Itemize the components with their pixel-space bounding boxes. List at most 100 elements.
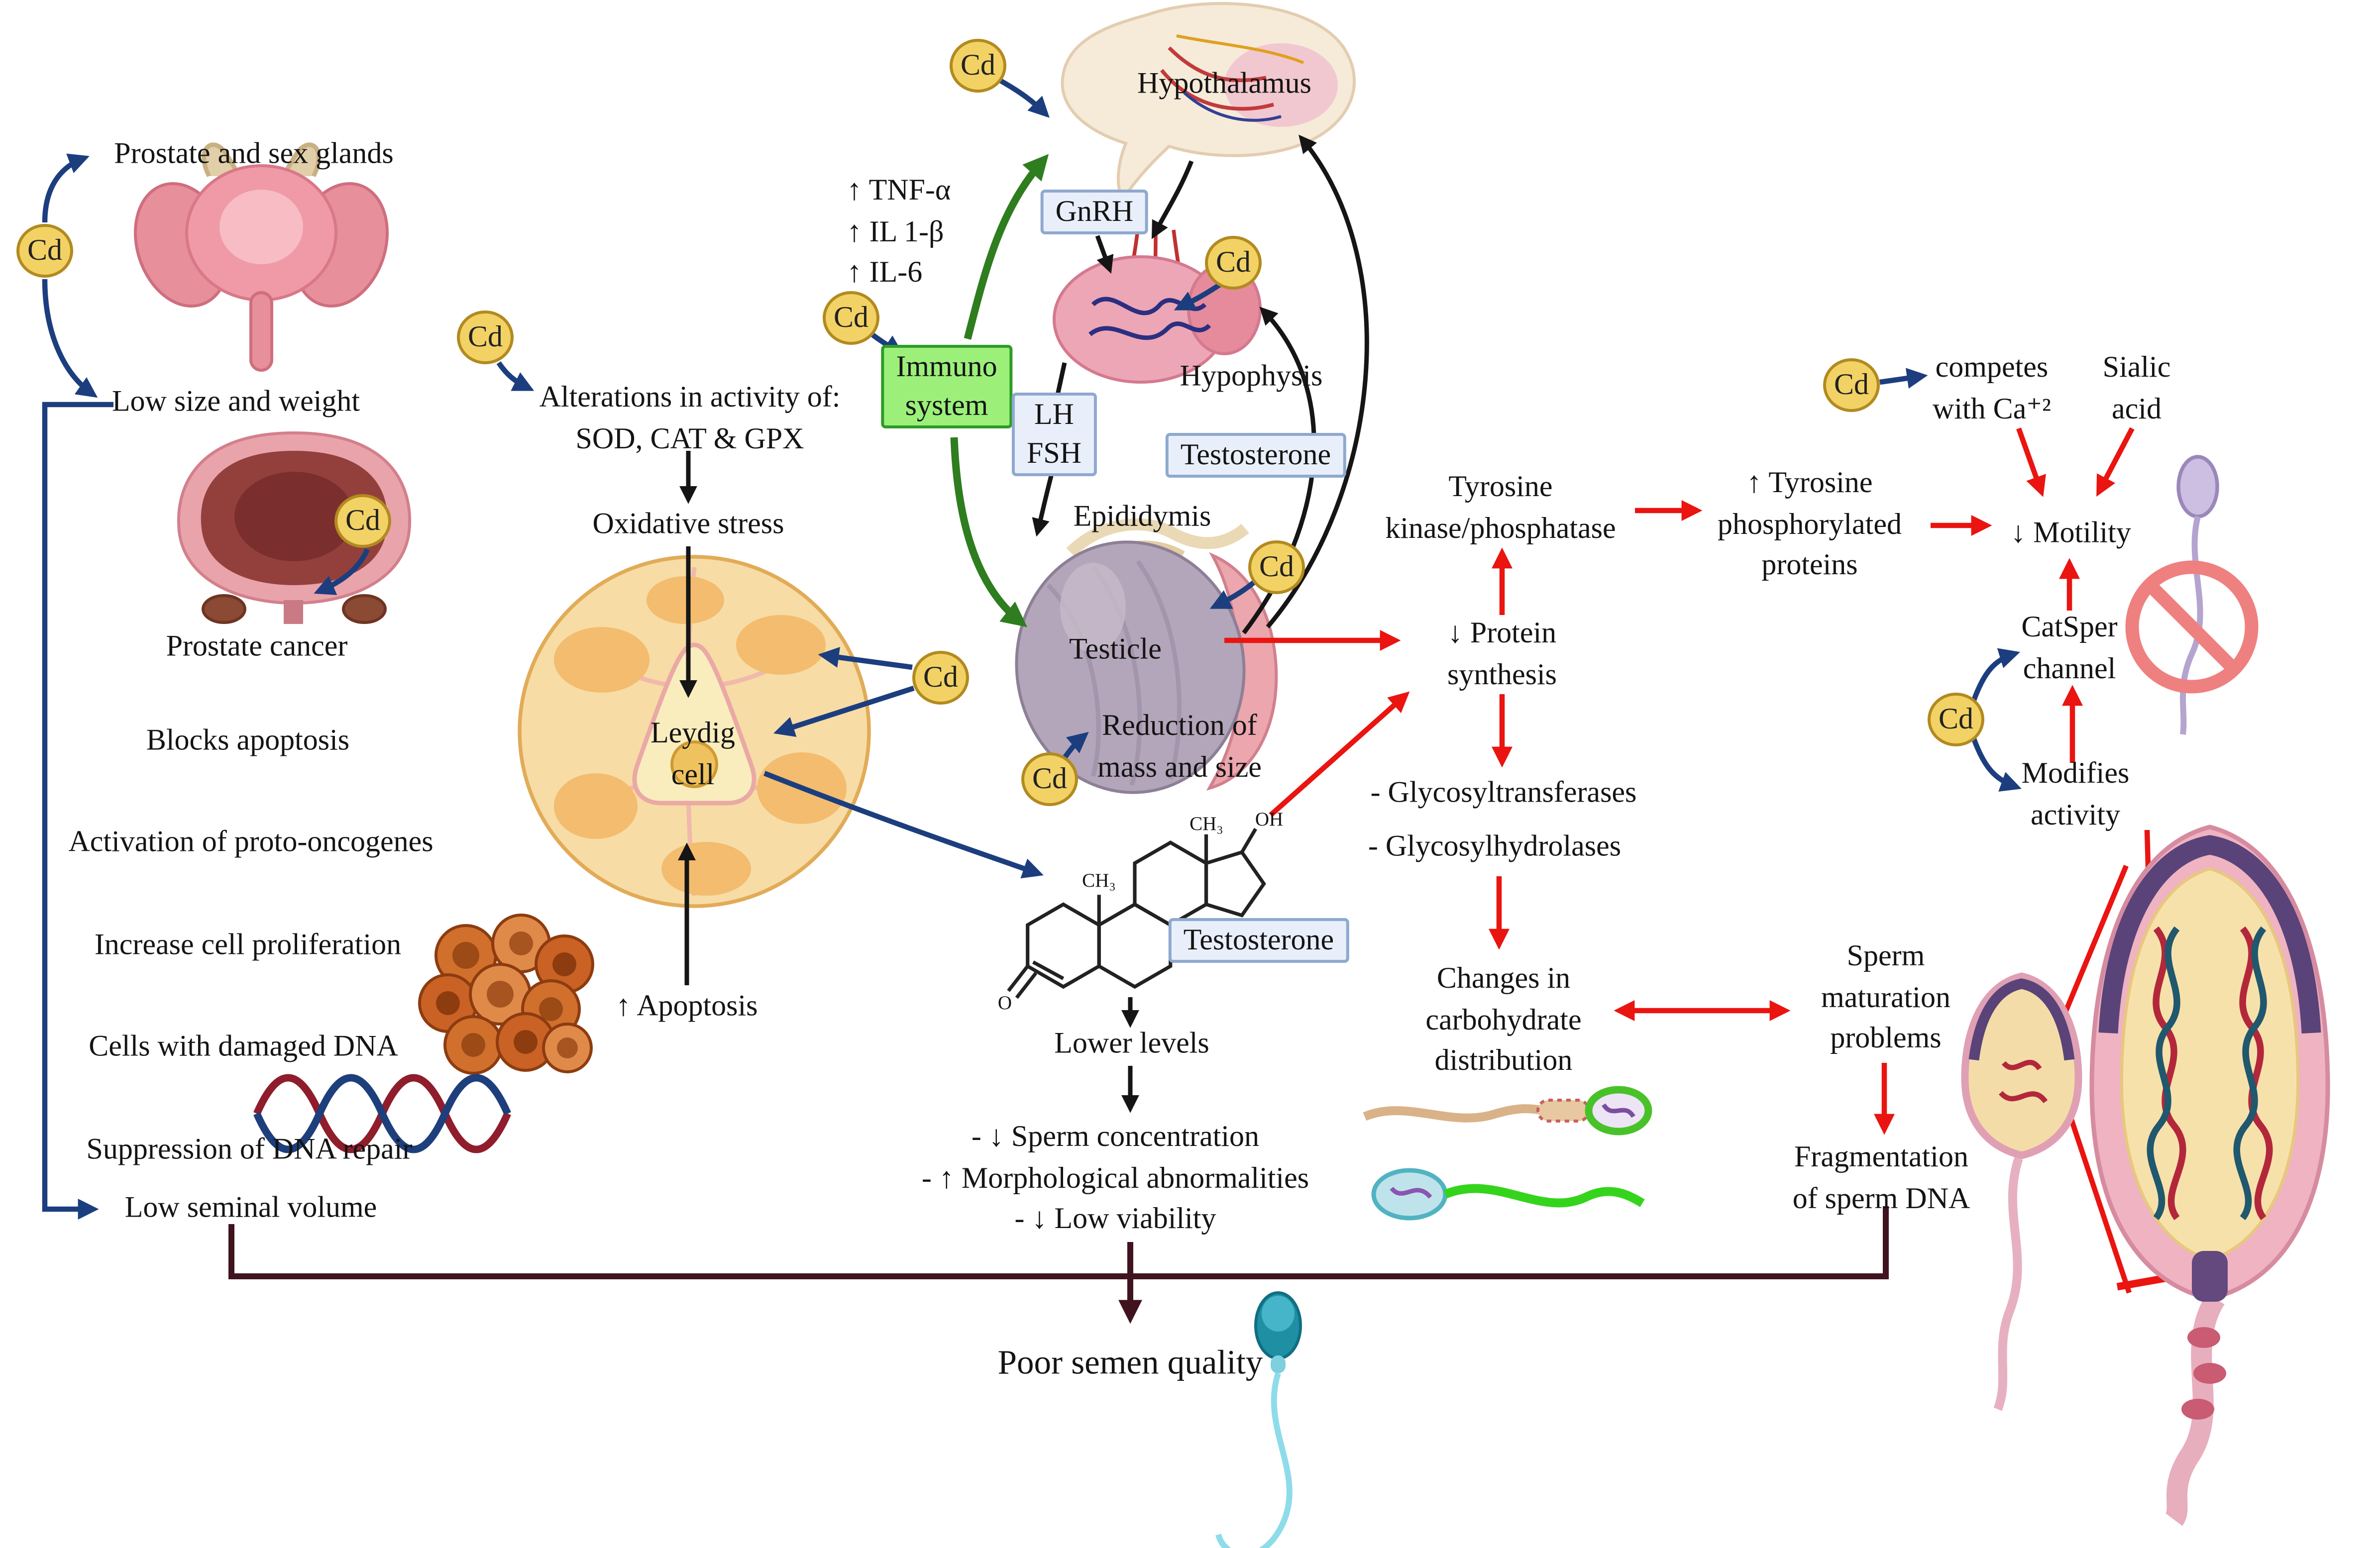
fragmentation-line2: of sperm DNA — [1792, 1182, 1970, 1215]
sialic-line2: acid — [2112, 393, 2162, 425]
arrow-molecule-to-protein — [1269, 691, 1410, 817]
arrow-cd-to-prostate-cancer-organ — [314, 548, 370, 595]
testosterone-molecule-box: Testosterone — [1168, 918, 1349, 963]
alterations-line2: SOD, CAT & GPX — [575, 422, 804, 455]
catsper-line1: CatSper — [2021, 611, 2118, 644]
protein-line1: ↓ Protein — [1447, 617, 1557, 650]
arrow-immuno-to-testicle — [950, 437, 1028, 627]
arrow-feedback-to-hypothalamus — [1266, 134, 1369, 628]
effect-concentration: - ↓ Sperm concentration — [971, 1120, 1260, 1153]
reduction-line1: Reduction of — [1102, 710, 1257, 743]
cd-badge-immuno: Cd — [823, 291, 879, 345]
lower-levels-label: Lower levels — [1054, 1027, 1209, 1060]
arrow-cd-to-low-size — [42, 279, 98, 398]
cytokine-tnf: ↑ TNF-α — [847, 174, 951, 207]
arrow-cd-to-alterations — [496, 361, 535, 391]
catsper-line2: channel — [2023, 652, 2116, 685]
arrow-cd-to-leydig-2 — [773, 686, 915, 737]
reduction-label: Reduction of mass and size — [1097, 707, 1262, 789]
effect-morphology: - ↑ Morphological abnormalities — [921, 1161, 1309, 1195]
arrow-cd-to-testicle — [1209, 580, 1256, 609]
cd-badge-bladder: Cd — [334, 494, 391, 548]
arrow-immuno-to-hypothalamus — [964, 154, 1049, 340]
leydig-cell-label: Leydig cell — [650, 714, 735, 797]
cd-badge-hypothalamus: Cd — [950, 39, 1006, 93]
competes-line1: competes — [1935, 351, 2049, 385]
molecule-ch3-label-1: CH₃ — [1082, 869, 1116, 892]
immuno-system-box: Immuno system — [881, 345, 1012, 428]
cd-badge-hypophysis: Cd — [1205, 236, 1262, 290]
molecule-o-label: O — [997, 991, 1012, 1014]
tyrosine-kinase-label: Tyrosine kinase/phosphatase — [1385, 468, 1616, 550]
tyrosine-line1: Tyrosine — [1448, 471, 1553, 504]
sperm-maturation-label: Sperm maturation problems — [1821, 937, 1950, 1060]
glycosylhydrolases-label: - Glycosylhydrolases — [1368, 830, 1622, 863]
testicle-label: Testicle — [1069, 633, 1162, 666]
molecule-ch3-label-2: CH₃ — [1190, 812, 1223, 835]
oxidative-stress-label: Oxidative stress — [592, 508, 784, 541]
sperm-head-cross-section-illustration — [2089, 825, 2330, 1526]
cd-badge-leydig: Cd — [912, 651, 969, 705]
arrow-cd-to-catsper — [1971, 648, 2021, 701]
competes-calcium-label: competes with Ca⁺² — [1933, 348, 2051, 431]
arrow-lhfsh-to-testicle — [1032, 469, 1055, 537]
cd-badge-catsper: Cd — [1928, 693, 1984, 746]
phosphorylated-line2: phosphorylated — [1718, 508, 1902, 541]
hypothalamus-illustration — [1061, 2, 1356, 204]
semen-sperm-illustration — [1215, 1291, 1302, 1548]
epididymis-label: Epididymis — [1073, 500, 1211, 533]
lh-fsh-box: LH FSH — [1011, 393, 1097, 476]
prostate-cancer-organ-illustration — [177, 431, 412, 624]
protein-synthesis-label: ↓ Protein synthesis — [1447, 614, 1557, 697]
alterations-label: Alterations in activity of: SOD, CAT & G… — [540, 378, 841, 461]
arrow-cd-to-prostate-glands — [42, 153, 90, 223]
sperm-carbohydrate-illustration-1 — [1363, 1086, 1652, 1135]
prostate-glands-label: Prostate and sex glands — [114, 137, 394, 171]
seminal-volume-label: Low seminal volume — [124, 1191, 377, 1225]
arrow-gnrh-to-hypophysis — [1095, 235, 1114, 274]
rail-bottom — [228, 1206, 1889, 1279]
arrow-cd-to-modifies — [1971, 738, 2022, 792]
phosphorylated-line3: proteins — [1761, 549, 1858, 582]
testosterone-axis-box: Testosterone — [1165, 433, 1346, 478]
tyrosine-line2: kinase/phosphatase — [1385, 512, 1616, 545]
arrow-sialic-to-motility — [2096, 427, 2135, 497]
immuno-line2: system — [905, 390, 988, 422]
cd-badge-calcium: Cd — [1823, 358, 1880, 412]
prostate-glands-illustration — [133, 142, 389, 372]
molecule-oh-label: OH — [1255, 808, 1284, 830]
maturation-line1: Sperm — [1846, 939, 1925, 973]
leydig-line2: cell — [671, 758, 715, 791]
cell-proliferation-label: Increase cell proliferation — [94, 929, 402, 962]
glycosyltransferases-label: - Glycosyltransferases — [1370, 776, 1637, 810]
leydig-line1: Leydig — [650, 717, 735, 750]
hypothalamus-label: Hypothalamus — [1137, 67, 1311, 101]
fragmentation-line1: Fragmentation — [1794, 1141, 1968, 1174]
cd-badge-testicle: Cd — [1248, 540, 1305, 594]
arrow-leydig-to-testosterone — [763, 771, 1044, 879]
tumor-cells-illustration — [418, 914, 594, 1075]
poor-semen-quality-label: Poor semen quality — [997, 1343, 1263, 1381]
alterations-line1: Alterations in activity of: — [539, 381, 841, 414]
sialic-line1: Sialic — [2102, 351, 2171, 385]
gnrh-box: GnRH — [1040, 190, 1149, 234]
reduction-line2: mass and size — [1097, 751, 1262, 784]
competes-line2: with Ca⁺² — [1933, 393, 2051, 425]
arrow-cd-to-hypothalamus — [999, 78, 1050, 118]
cd-badge-alterations: Cd — [457, 310, 514, 364]
carb-line2: carbohydrate — [1425, 1003, 1582, 1036]
maturation-line3: problems — [1830, 1022, 1942, 1055]
arrow-cd-to-leydig-1 — [818, 647, 913, 670]
blocks-apoptosis-label: Blocks apoptosis — [146, 724, 350, 757]
apoptosis-label: ↑ Apoptosis — [616, 990, 758, 1023]
carb-line1: Changes in — [1436, 962, 1571, 995]
line-hypophysis-to-lhfsh — [1055, 362, 1067, 398]
arrow-competes-to-motility — [2016, 427, 2046, 497]
sperm-carbohydrate-illustration-2 — [1371, 1168, 1645, 1221]
cytokines-label: ↑ TNF-α ↑ IL 1-β ↑ IL-6 — [847, 171, 951, 295]
prostate-cancer-label: Prostate cancer — [166, 630, 348, 663]
low-size-weight-label: Low size and weight — [111, 385, 360, 418]
maturation-line2: maturation — [1821, 981, 1950, 1014]
